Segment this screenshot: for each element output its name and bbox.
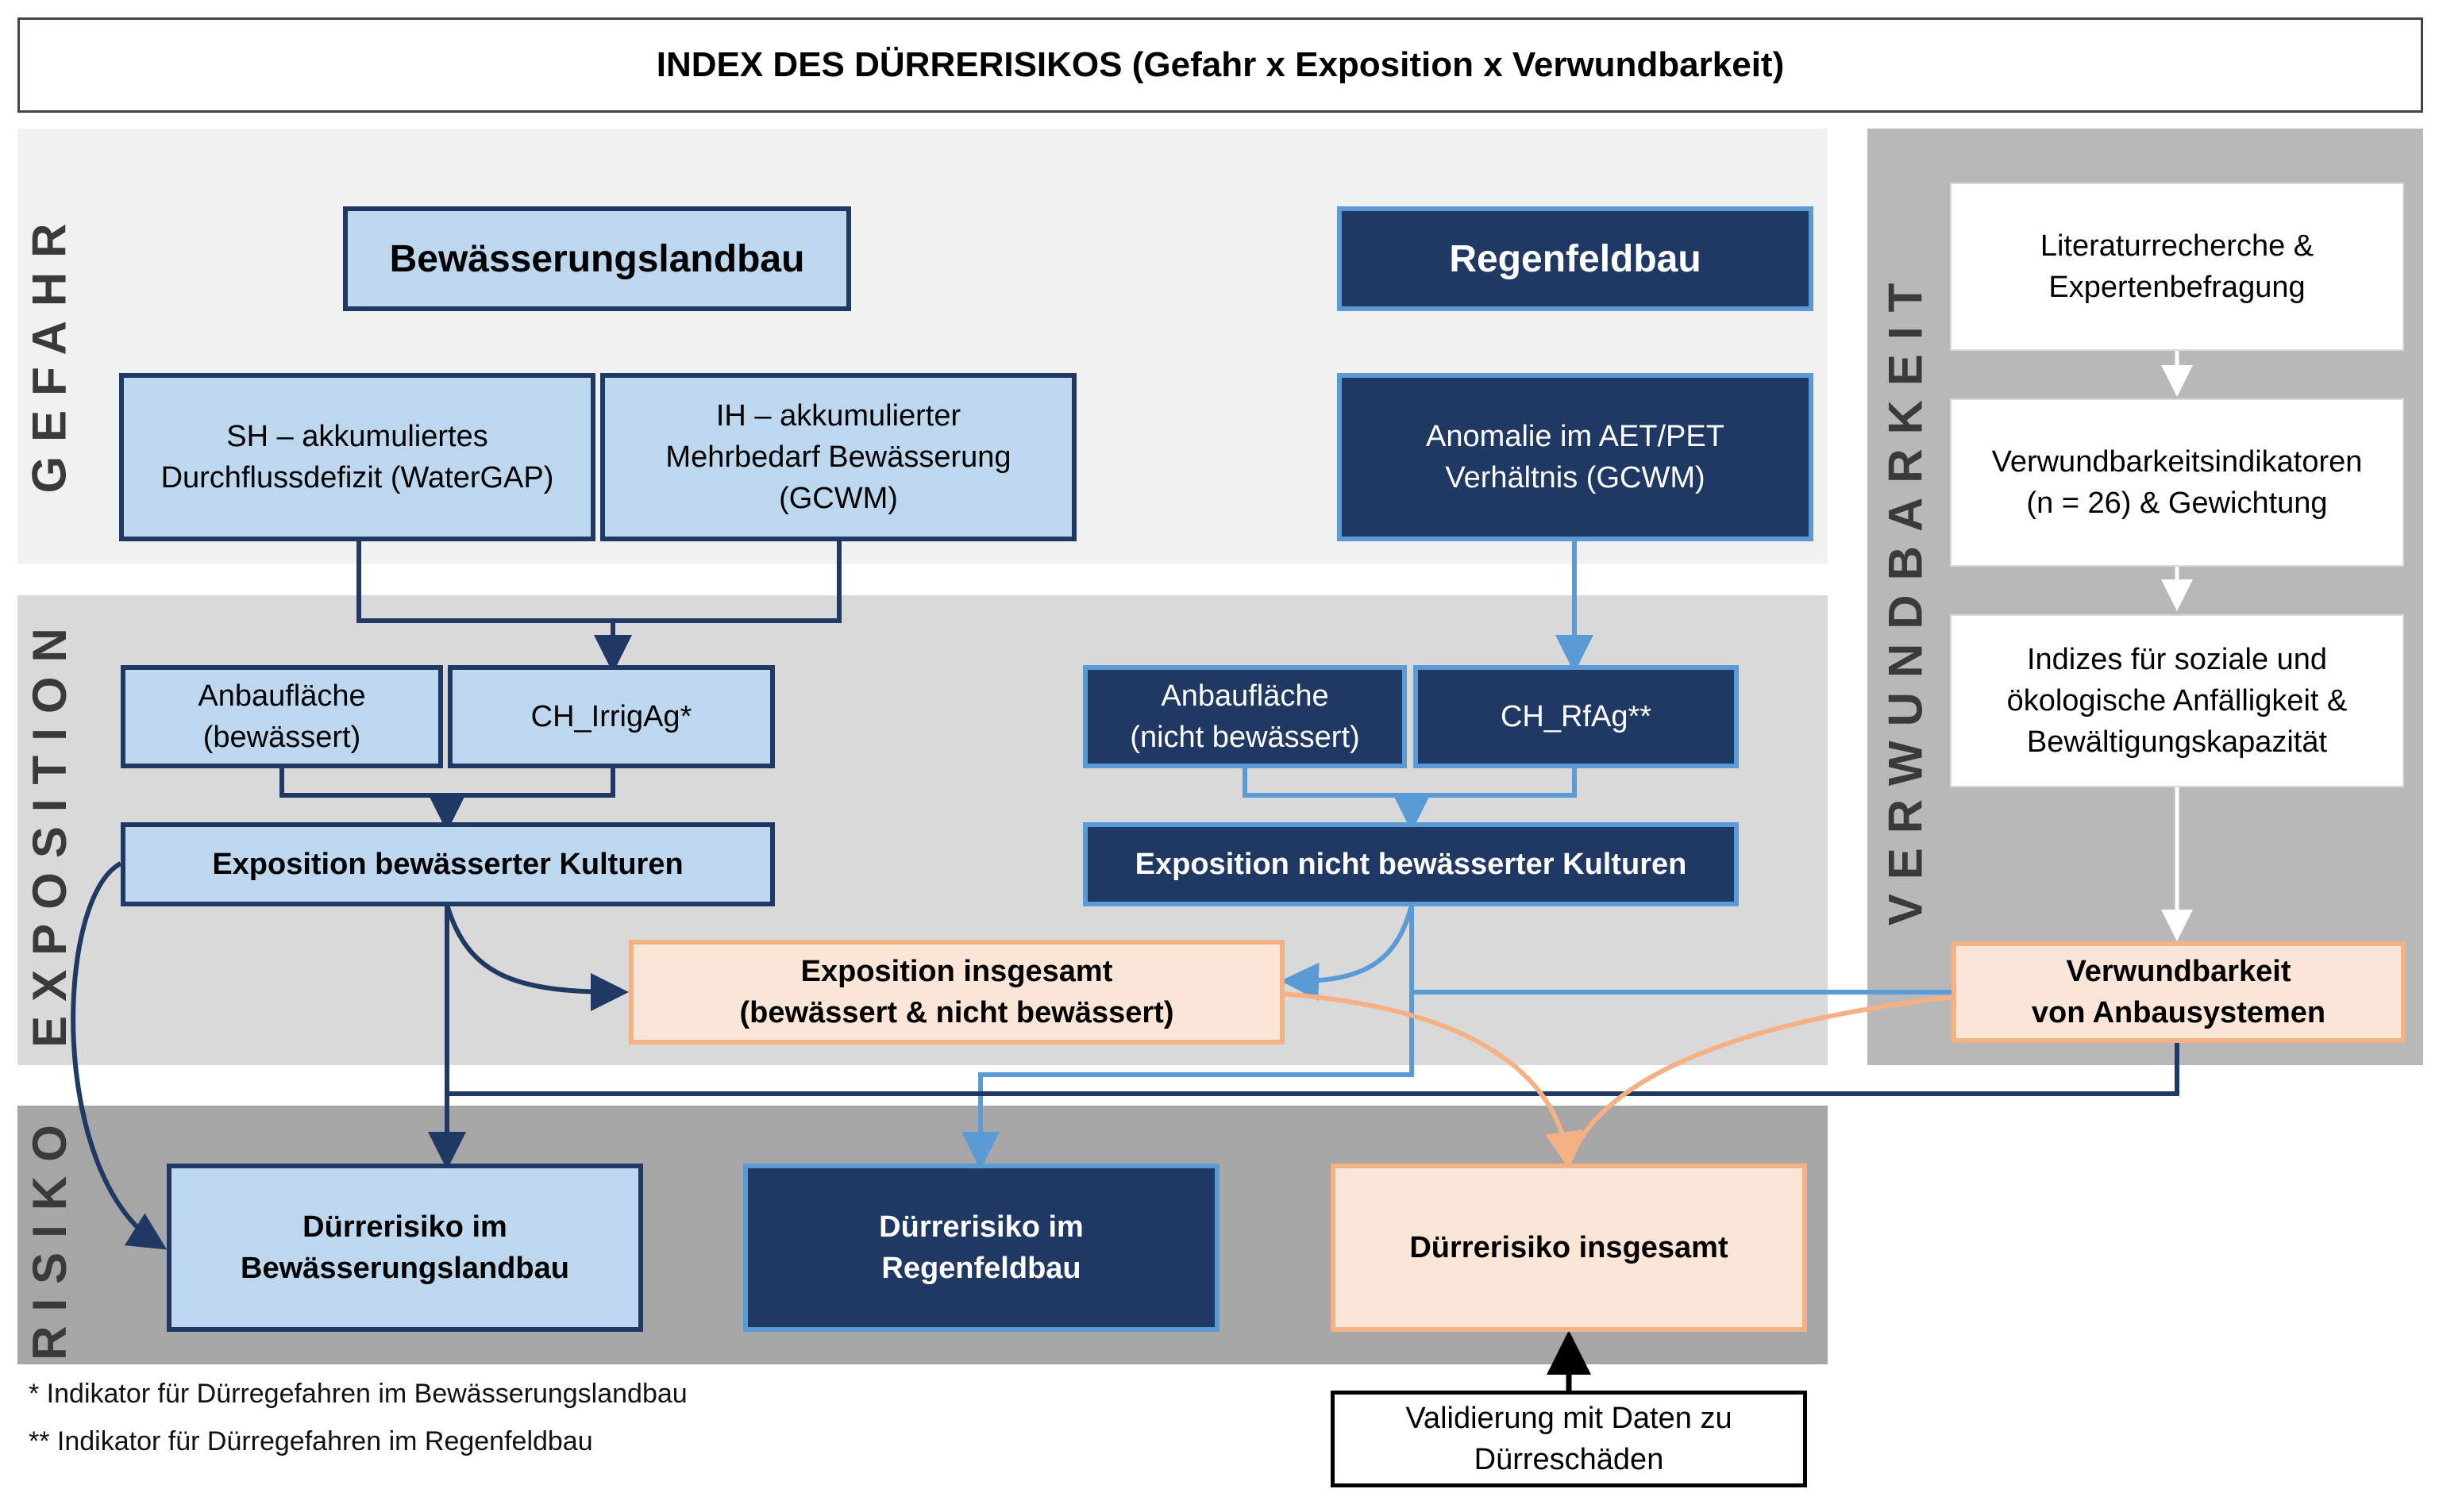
header-regenfeldbau-label: Regenfeldbau — [1449, 237, 1701, 280]
conn-verw-to-risk-total — [1568, 995, 1955, 1161]
box-anomalie: Anomalie im AET/PET Verhältnis (GCWM) — [1337, 373, 1813, 541]
box-risiko-bewaesserungslandbau-label: Dürrerisiko im Bewässerungslandbau — [241, 1210, 569, 1285]
box-ch-irrigag: CH_IrrigAg* — [448, 665, 775, 768]
conn-expnicht-to-total — [1281, 904, 1414, 1001]
box-risiko-regenfeldbau: Dürrerisiko im Regenfeldbau — [743, 1164, 1220, 1332]
box-exposition-nicht-bewaessert: Exposition nicht bewässerter Kulturen — [1083, 822, 1739, 906]
box-anbau-nicht-bewaessert-label: Anbaufläche (nicht bewässert) — [1130, 679, 1360, 754]
box-anbau-nicht-bewaessert: Anbaufläche (nicht bewässert) — [1083, 665, 1407, 768]
box-risiko-bewaesserungslandbau: Dürrerisiko im Bewässerungslandbau — [167, 1164, 643, 1332]
conn-verw-to-risk — [447, 1040, 2179, 1096]
box-exposition-bewaessert: Exposition bewässerter Kulturen — [121, 822, 775, 906]
box-verwundbarkeitsindikatoren-label: Verwundbarkeitsindikatoren (n = 26) & Ge… — [1991, 445, 2363, 520]
header-bewaesserungslandbau-label: Bewässerungslandbau — [389, 237, 805, 280]
conn-expbew-to-total — [445, 904, 629, 1011]
box-validierung-label: Validierung mit Daten zu Dürreschäden — [1405, 1402, 1732, 1476]
box-literaturrecherche-label: Literaturrecherche & Expertenbefragung — [2040, 229, 2314, 304]
box-sh-label: SH – akkumuliertes Durchflussdefizit (Wa… — [160, 420, 554, 494]
conn-to-exp-bew — [279, 767, 615, 822]
footnote-2-text: ** Indikator für Dürregefahren im Regenf… — [29, 1426, 593, 1456]
title-box: INDEX DES DÜRRERISIKOS (Gefahr x Exposit… — [17, 17, 2423, 113]
footnote-2: ** Indikator für Dürregefahren im Regenf… — [29, 1424, 593, 1459]
box-ch-rfag: CH_RfAg** — [1413, 665, 1739, 768]
box-anomalie-label: Anomalie im AET/PET Verhältnis (GCWM) — [1426, 420, 1724, 494]
page-title: INDEX DES DÜRRERISIKOS (Gefahr x Exposit… — [656, 45, 1785, 84]
box-risiko-insgesamt: Dürrerisiko insgesamt — [1331, 1164, 1807, 1332]
footnote-1-text: * Indikator für Dürregefahren im Bewässe… — [29, 1379, 688, 1409]
box-verwundbarkeit-anbausysteme-label: Verwundbarkeit von Anbausystemen — [2031, 955, 2326, 1029]
box-indizes: Indizes für soziale und ökologische Anfä… — [1950, 614, 2404, 787]
header-regenfeldbau: Regenfeldbau — [1337, 206, 1813, 311]
conn-sh-ih-to-chirrig — [356, 540, 842, 664]
box-literaturrecherche: Literaturrecherche & Expertenbefragung — [1950, 183, 2404, 351]
box-risiko-insgesamt-label: Dürrerisiko insgesamt — [1409, 1231, 1728, 1264]
box-verwundbarkeitsindikatoren: Verwundbarkeitsindikatoren (n = 26) & Ge… — [1950, 398, 2404, 567]
box-anbau-bewaessert-label: Anbaufläche (bewässert) — [198, 679, 366, 754]
box-exposition-nicht-bewaessert-label: Exposition nicht bewässerter Kulturen — [1135, 848, 1687, 881]
box-exposition-insgesamt-label: Exposition insgesamt (bewässert & nicht … — [739, 955, 1174, 1029]
box-ih-label: IH – akkumulierter Mehrbedarf Bewässerun… — [665, 399, 1011, 515]
box-exposition-insgesamt: Exposition insgesamt (bewässert & nicht … — [629, 940, 1285, 1045]
conn-to-exp-nicht — [1243, 767, 1577, 822]
header-bewaesserungslandbau: Bewässerungslandbau — [343, 206, 851, 311]
conn-exptotal-to-risk-total — [1281, 991, 1583, 1170]
box-ch-irrigag-label: CH_IrrigAg* — [530, 700, 692, 733]
box-ih: IH – akkumulierter Mehrbedarf Bewässerun… — [600, 373, 1077, 541]
box-sh: SH – akkumuliertes Durchflussdefizit (Wa… — [119, 373, 595, 541]
box-ch-rfag-label: CH_RfAg** — [1500, 700, 1652, 733]
box-exposition-bewaessert-label: Exposition bewässerter Kulturen — [212, 848, 684, 881]
box-anbau-bewaessert: Anbaufläche (bewässert) — [121, 665, 443, 768]
box-risiko-regenfeldbau-label: Dürrerisiko im Regenfeldbau — [879, 1210, 1084, 1285]
box-validierung: Validierung mit Daten zu Dürreschäden — [1331, 1391, 1807, 1487]
box-verwundbarkeit-anbausysteme: Verwundbarkeit von Anbausystemen — [1952, 941, 2406, 1043]
conn-expbew-curve-to-risk — [71, 861, 168, 1250]
footnote-1: * Indikator für Dürregefahren im Bewässe… — [29, 1376, 688, 1411]
box-indizes-label: Indizes für soziale und ökologische Anfä… — [2006, 643, 2348, 759]
